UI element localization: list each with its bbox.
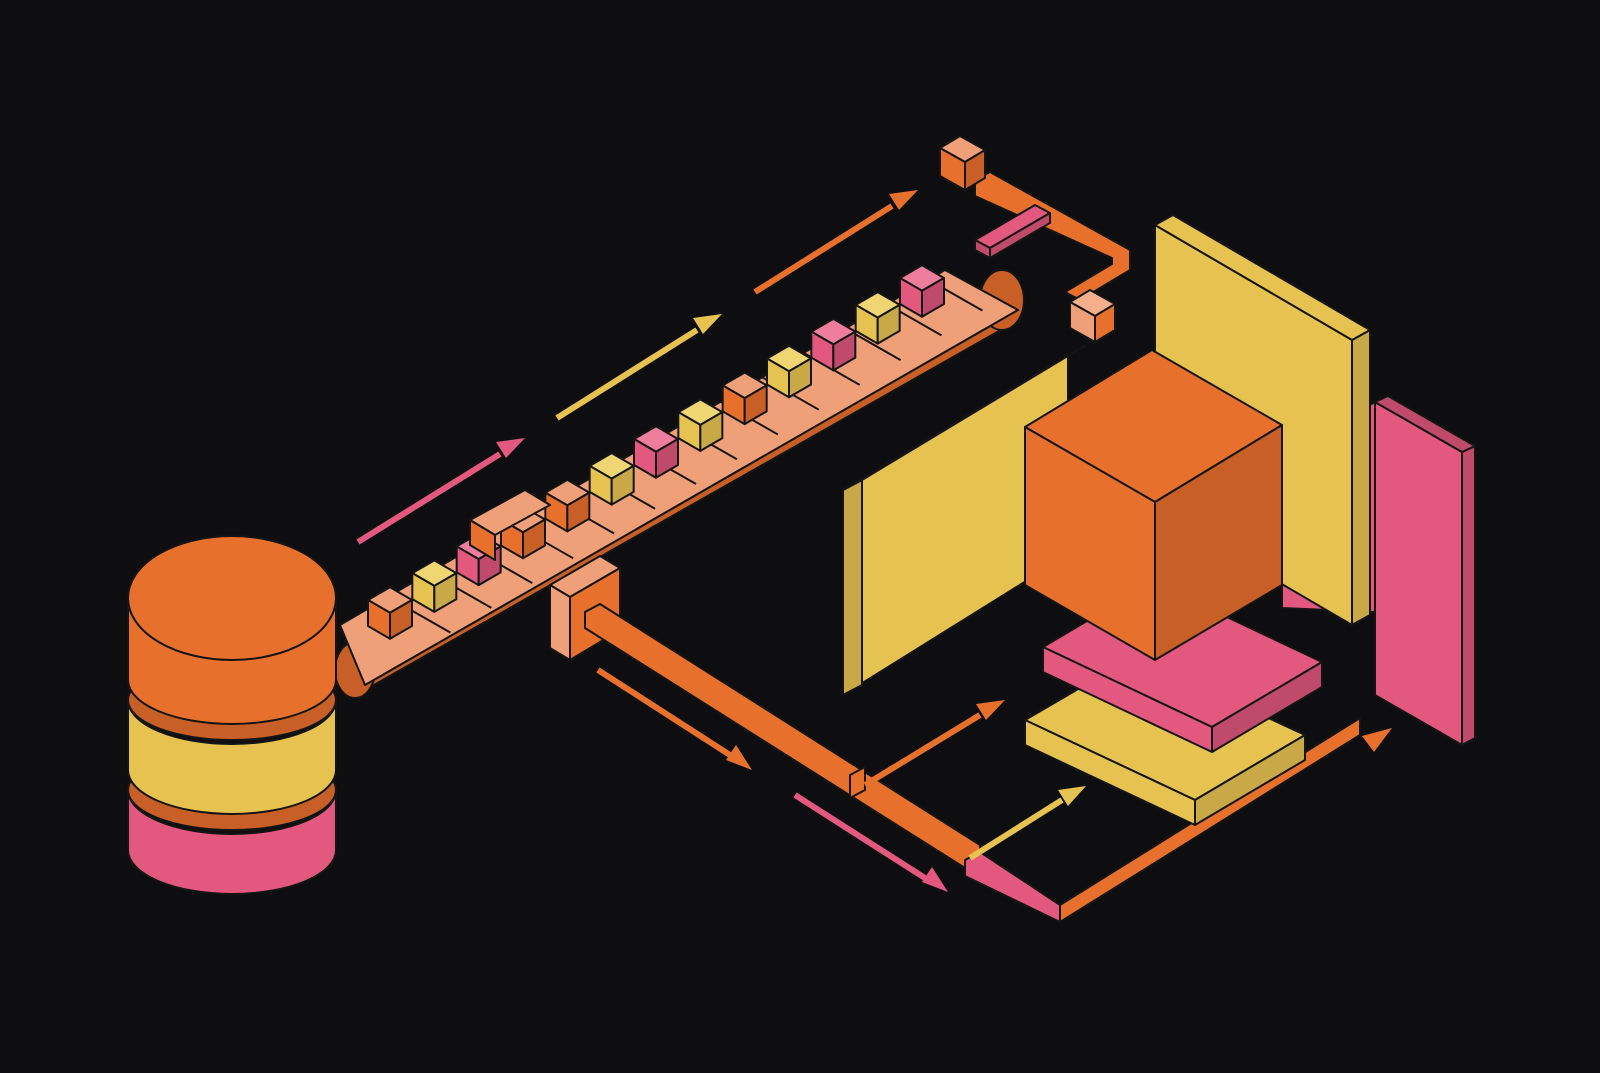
belt-item-face	[699, 411, 724, 452]
conveyor-belt-icon	[334, 264, 1025, 699]
belt-item-face	[876, 303, 901, 345]
belt-item-cube-icon	[899, 264, 945, 318]
flow-arrow-orange-down-icon	[596, 667, 752, 770]
belt-item-cube-icon	[367, 586, 413, 640]
belt-items	[367, 264, 945, 640]
flow-arrow-yellow-up-icon	[968, 786, 1086, 861]
flow-arrow-yellow-icon	[555, 314, 722, 421]
belt-item-face	[655, 438, 679, 479]
yellow-panel-left	[842, 344, 1087, 696]
belt-item-face	[610, 464, 635, 506]
belt-item-cube-icon	[721, 371, 768, 426]
belt-item-face	[788, 357, 812, 399]
flow-arrow-pink-down-icon	[793, 792, 948, 892]
top-pipe	[939, 135, 1131, 343]
belt-item-face	[921, 277, 945, 318]
belt-item-face	[566, 491, 591, 533]
sorting-cube-icon	[1024, 349, 1283, 661]
belt-support-left	[469, 489, 551, 561]
belt-item-cube-icon	[810, 317, 857, 372]
database-cylinder-icon	[127, 535, 337, 895]
output-arrow-icon	[1362, 728, 1392, 752]
belt-item-face	[522, 518, 546, 560]
drop-cube-icon	[1069, 289, 1116, 343]
belt-item-face	[743, 384, 768, 426]
inflow-arrows	[356, 190, 918, 545]
flow-arrow-pink-icon	[356, 438, 525, 545]
top-cube-icon	[939, 135, 986, 191]
belt-item-cube-icon	[677, 398, 724, 452]
belt-item-cube-icon	[766, 344, 812, 399]
belt-item-cube-icon	[411, 559, 458, 613]
flow-arrow-orange-icon	[753, 190, 918, 295]
belt-item-face	[389, 599, 413, 640]
belt-item-cube-icon	[544, 478, 591, 533]
belt-item-cube-icon	[854, 291, 901, 345]
outflow-arrows	[596, 667, 1392, 892]
belt-item-cube-icon	[588, 452, 635, 506]
processing-unit	[842, 214, 1476, 826]
belt-item-face	[832, 330, 857, 372]
belt-item-face	[433, 572, 458, 613]
flow-arrow-orange-up-icon	[863, 700, 1005, 788]
